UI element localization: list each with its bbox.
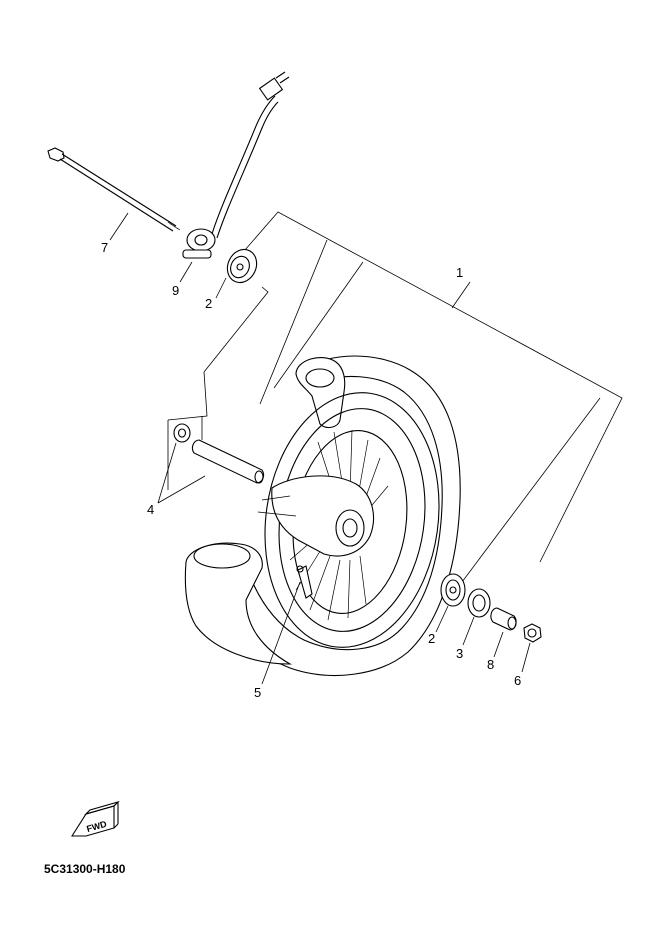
speedometer-gear-unit xyxy=(179,228,216,283)
callout-2-right: 2 xyxy=(428,631,435,646)
callout-1: 1 xyxy=(456,265,463,280)
bearing-top xyxy=(215,248,258,299)
collar-right xyxy=(490,607,517,658)
callout-7: 7 xyxy=(101,240,108,255)
callout-3: 3 xyxy=(456,646,463,661)
diagram-code: 5C31300-H180 xyxy=(44,862,126,876)
callout-8: 8 xyxy=(487,657,494,672)
collar-and-spacer xyxy=(157,423,265,504)
callout-5: 5 xyxy=(254,685,261,700)
callout-6: 6 xyxy=(514,673,521,688)
callout-2-top: 2 xyxy=(205,296,212,311)
assembly-bracket-lines xyxy=(167,211,623,583)
tire-and-wheel xyxy=(184,355,461,685)
callout-4: 4 xyxy=(147,502,154,517)
axle-nut xyxy=(521,623,542,673)
oil-seal xyxy=(462,588,491,646)
front-wheel-axle xyxy=(47,147,181,241)
callout-9: 9 xyxy=(172,283,179,298)
fwd-arrow-icon: FWD xyxy=(70,800,120,837)
bearing-right xyxy=(435,573,466,633)
speedometer-cable xyxy=(211,71,290,239)
